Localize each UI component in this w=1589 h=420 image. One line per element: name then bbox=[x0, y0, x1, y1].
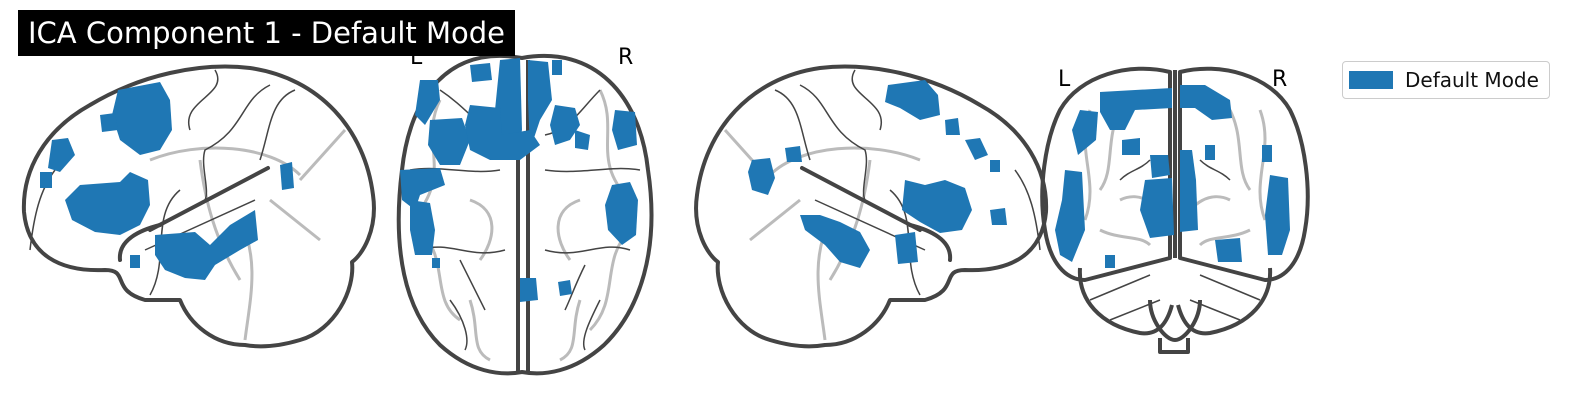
coronal-left-label: L bbox=[1058, 67, 1071, 92]
sagittal-left-view bbox=[21, 64, 376, 349]
sagittal-right-outline bbox=[694, 64, 1049, 349]
legend-swatch bbox=[1349, 71, 1393, 89]
figure-title: ICA Component 1 - Default Mode bbox=[18, 10, 515, 56]
coronal-thin-lines bbox=[1089, 159, 1261, 321]
axial-right-label: R bbox=[618, 45, 634, 70]
legend: Default Mode bbox=[1342, 61, 1550, 99]
coronal-right-label: R bbox=[1272, 67, 1288, 92]
axial-left-label: L bbox=[410, 45, 423, 70]
sagittal-left-activations bbox=[40, 82, 294, 280]
axial-activations bbox=[400, 58, 638, 302]
coronal-view bbox=[1040, 66, 1310, 354]
sagittal-right-activations bbox=[748, 80, 1007, 268]
axial-view bbox=[396, 54, 654, 376]
legend-label: Default Mode bbox=[1405, 68, 1539, 92]
sagittal-right-view bbox=[694, 64, 1049, 349]
coronal-activations bbox=[1055, 85, 1290, 268]
coronal-outline bbox=[1040, 66, 1310, 354]
sagittal-left-outline bbox=[21, 64, 376, 349]
